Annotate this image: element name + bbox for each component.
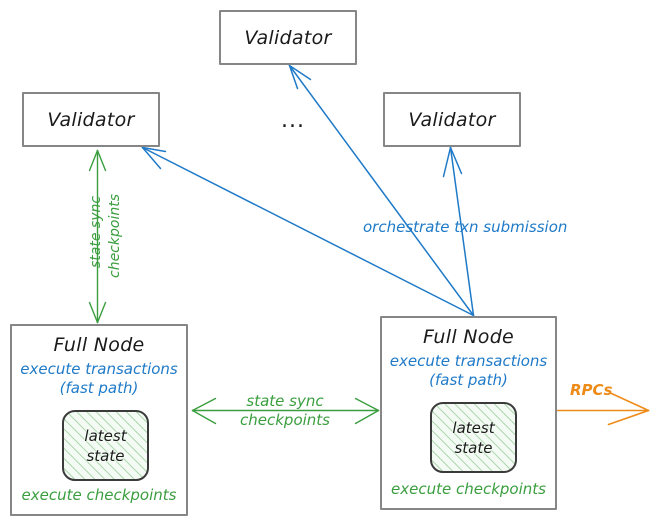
validator-box-left[interactable]: Validator (22, 92, 160, 147)
validator-box-right[interactable]: Validator (383, 92, 521, 147)
fullnode-box-right[interactable]: Full Node execute transactions (fast pat… (380, 316, 557, 510)
validators-ellipsis: ... (281, 108, 305, 133)
fullnode-right-execute-transactions-line1: execute transactions (389, 352, 548, 370)
edge-label-fullnode-state-sync: state sync checkpoints (225, 392, 345, 430)
fullnode-left-latest-state-line1: latest (84, 426, 127, 445)
validator-right-label: Validator (408, 108, 496, 131)
edge-label-orchestrate-txn-submission: orchestrate txn submission (363, 218, 568, 236)
fullnode-right-latest-state-box[interactable]: latest state (430, 402, 517, 473)
validator-left-label: Validator (47, 108, 135, 131)
fullnode-left-execute-transactions: execute transactions (fast path) (14, 360, 184, 398)
edge-label-validator-left-sync-line1: state sync (88, 195, 104, 268)
fullnode-left-execute-transactions-line1: execute transactions (20, 360, 178, 378)
validator-top-label: Validator (244, 26, 332, 49)
edge-label-fullnode-state-sync-line2: checkpoints (240, 411, 330, 429)
fullnode-right-fast-path-line2: (fast path) (429, 371, 508, 389)
edge-label-validator-left-sync-line2: checkpoints (107, 194, 123, 278)
fullnode-left-execute-checkpoints: execute checkpoints (21, 486, 177, 504)
fullnode-right-latest-state-label: latest state (452, 418, 494, 458)
fullnode-box-left[interactable]: Full Node execute transactions (fast pat… (10, 324, 188, 516)
fullnode-left-latest-state-box[interactable]: latest state (62, 410, 149, 481)
fullnode-left-latest-state-label: latest state (84, 426, 126, 466)
fullnode-right-execute-checkpoints: execute checkpoints (391, 480, 546, 498)
fullnode-left-latest-state-line2: state (86, 446, 125, 465)
fullnode-left-fast-path-line2: (fast path) (59, 379, 139, 397)
edge-label-fullnode-state-sync-line1: state sync (246, 392, 324, 410)
fullnode-right-execute-transactions: execute transactions (fast path) (384, 352, 553, 390)
fullnode-left-title: Full Node (53, 334, 145, 356)
fullnode-right-latest-state-line2: state (454, 438, 493, 457)
validator-box-top[interactable]: Validator (219, 10, 357, 65)
fullnode-right-latest-state-line1: latest (452, 418, 495, 437)
fullnode-right-title: Full Node (422, 326, 515, 348)
edge-label-rpcs: RPCs (570, 381, 613, 399)
